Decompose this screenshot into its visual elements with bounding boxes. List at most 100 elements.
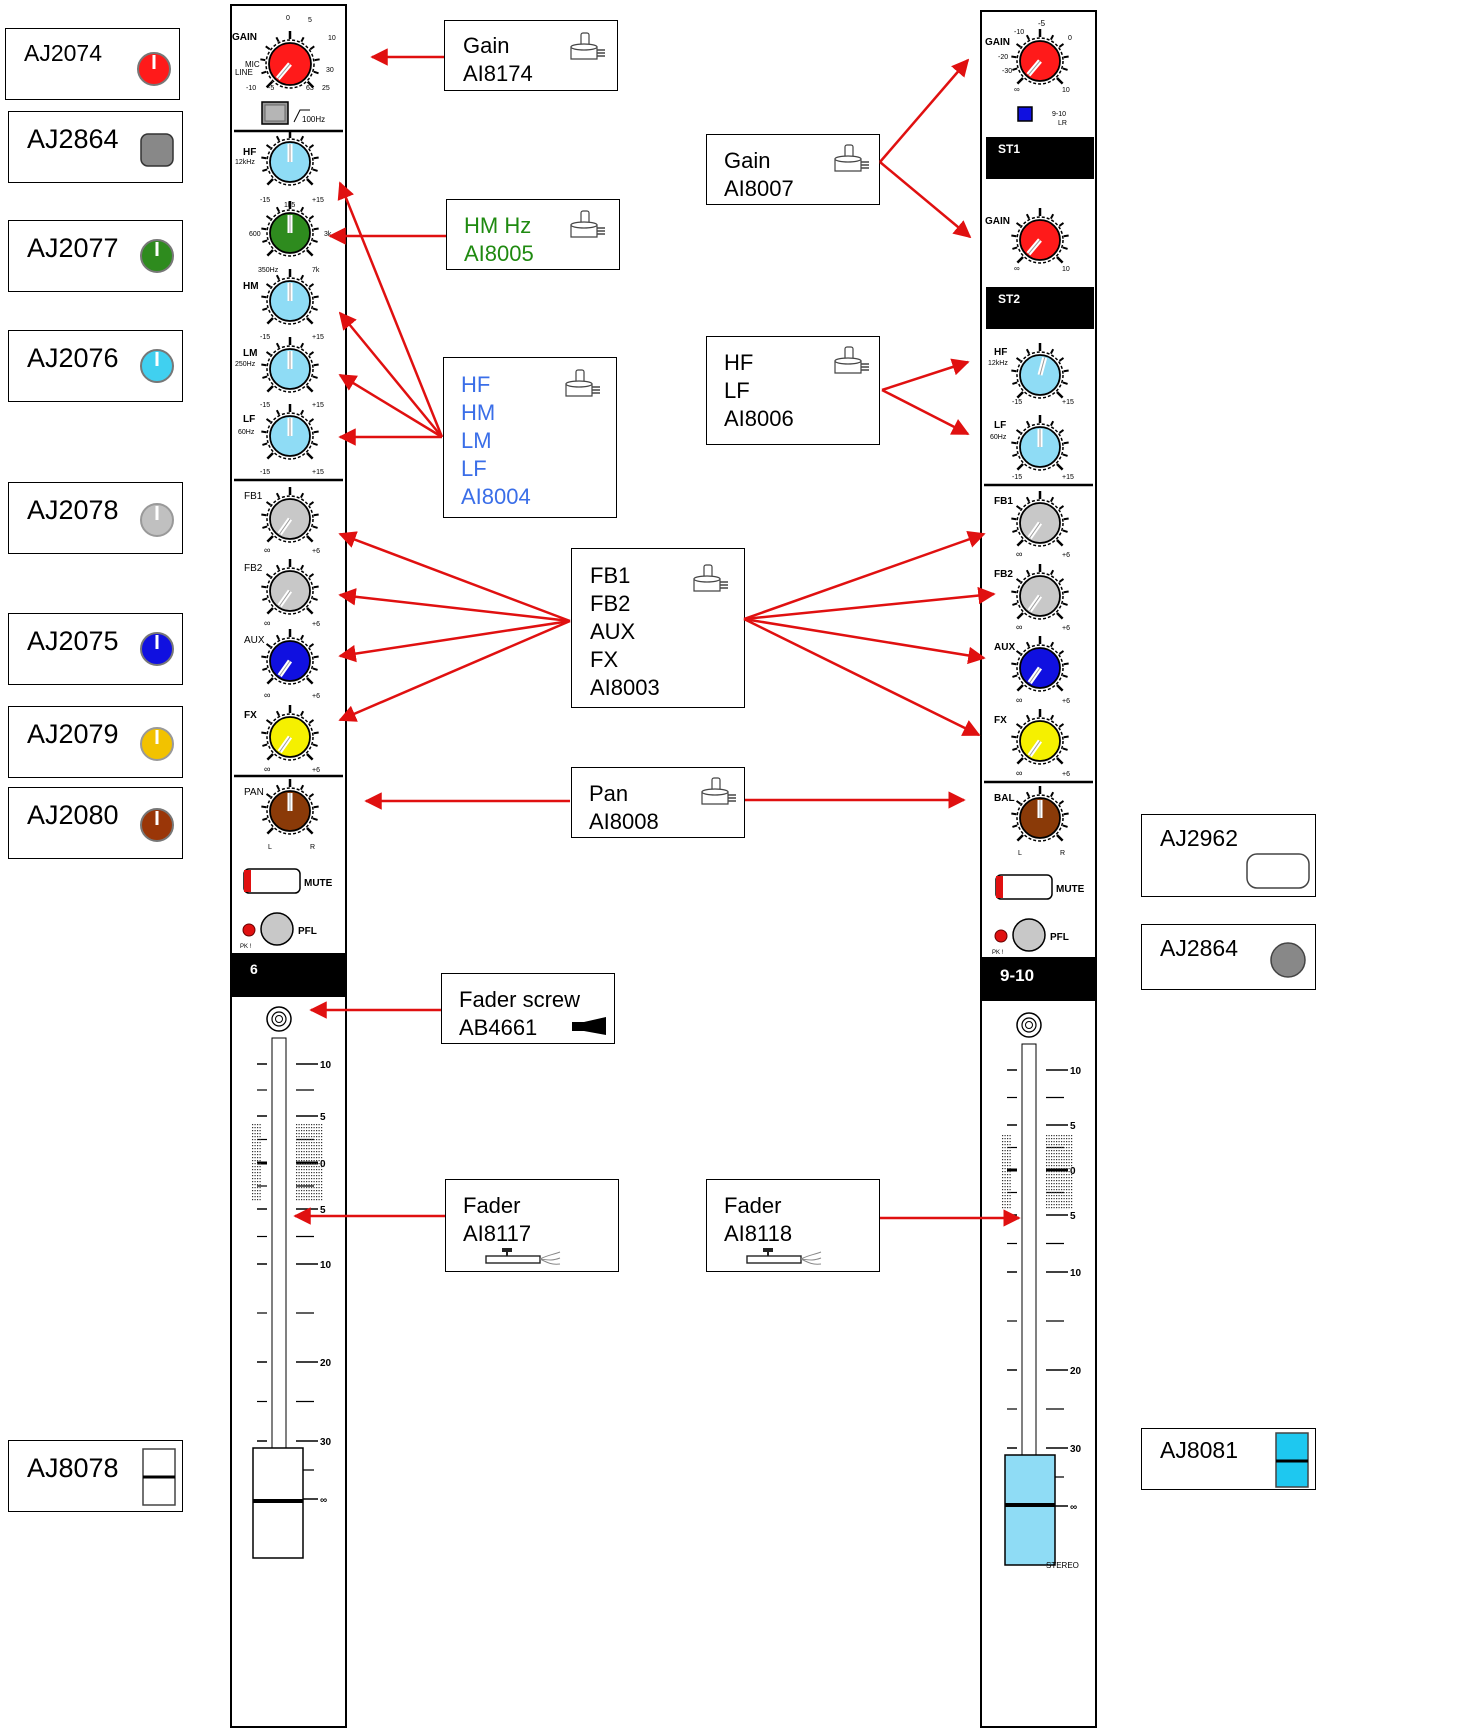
mute-led — [996, 876, 1003, 898]
gain-knob-st2[interactable] — [1011, 208, 1069, 264]
send-max-label: +6 — [312, 767, 320, 774]
lm-knob[interactable] — [261, 337, 319, 393]
aux-knob[interactable] — [1011, 636, 1069, 692]
fb1-label: FB1 — [244, 491, 263, 502]
pfl-button[interactable] — [260, 912, 294, 946]
callout-text: FB1 FB2 AUX FX AI8003 — [590, 562, 660, 702]
callout-line: AI8004 — [461, 483, 531, 509]
callout-line: HF — [461, 372, 491, 397]
callout-pan: Pan AI8008 — [571, 767, 745, 838]
legend-item-send-knob: AJ2078 — [8, 482, 183, 554]
part-code: AJ2962 — [1160, 825, 1239, 851]
potentiometer-icon — [570, 210, 605, 238]
eq-max-label: +15 — [1062, 474, 1074, 481]
fx-knob[interactable] — [261, 705, 319, 761]
gain-scale-tick: 30 — [326, 67, 334, 74]
mute-label: MUTE — [1056, 884, 1085, 895]
part-code: AJ2080 — [27, 800, 119, 830]
lf-knob[interactable] — [1011, 415, 1069, 471]
yellow-knob-icon — [140, 727, 174, 761]
legend-item-hm-freq-knob: AJ2077 — [8, 220, 183, 292]
hf-knob[interactable] — [1011, 343, 1069, 399]
gain-label: GAIN — [232, 32, 257, 43]
gain-scale-tick: -30 — [1002, 68, 1012, 75]
arrow-eq-hf — [337, 181, 444, 438]
fader-cap[interactable] — [1004, 1454, 1056, 1566]
gain-scale-tick: -5 — [1038, 19, 1046, 28]
pfl-button[interactable] — [1012, 918, 1046, 952]
callout-line: Fader screw — [459, 987, 581, 1012]
hm-gain-knob[interactable] — [261, 269, 319, 325]
stereo-channel-strip: GAIN -10 -5 0 -20 -30 ∞ 10 9-10 LR ST1 G… — [980, 10, 1097, 1728]
fader-scale-label: 30 — [320, 1437, 332, 1448]
fader-screw[interactable] — [1016, 1012, 1042, 1038]
stereo-fader-cap-icon — [1275, 1432, 1309, 1488]
potentiometer-icon — [834, 346, 869, 374]
callout-text: Fader screw AB4661 — [459, 986, 580, 1041]
callout-text: Pan AI8008 — [589, 780, 659, 835]
callout-fader-screw: Fader screw AB4661 — [441, 973, 615, 1044]
fb2-knob[interactable] — [261, 559, 319, 615]
gain-knob[interactable] — [260, 31, 320, 89]
send-min-label: ∞ — [264, 690, 270, 700]
gain-scale-tick: -10 — [1014, 29, 1024, 36]
mute-button[interactable] — [995, 874, 1053, 900]
send-min-label: ∞ — [1016, 622, 1022, 632]
callout-line: HM — [461, 399, 496, 425]
callout-fader-mono: Fader AI8117 — [445, 1179, 619, 1272]
mode-button[interactable] — [1017, 106, 1033, 122]
hm-label: HM — [243, 281, 259, 292]
hpf-button-inner — [264, 104, 286, 122]
callout-eq-mono: HF HM LM LF AI8004 — [443, 357, 617, 518]
gain-scale-tick: 0 — [286, 15, 290, 22]
fx-knob[interactable] — [1011, 709, 1069, 765]
arrow-gain-st1 — [879, 58, 970, 163]
gain-scale-tick: 0 — [1068, 35, 1072, 42]
pfl-label: PFL — [298, 926, 317, 937]
square-button-icon — [140, 133, 174, 167]
fx-label: FX — [244, 710, 257, 721]
gain-scale-tick: 10 — [1062, 266, 1070, 273]
brown-knob-icon — [140, 808, 174, 842]
bal-knob[interactable] — [1011, 786, 1069, 842]
callout-line: Gain — [724, 148, 771, 173]
fader-scale-label: 0 — [320, 1159, 326, 1170]
send-min-label: ∞ — [264, 618, 270, 628]
gain-label: GAIN — [985, 216, 1010, 227]
aux-knob[interactable] — [261, 629, 319, 685]
aux-label: AUX — [994, 642, 1015, 653]
potentiometer-icon — [834, 144, 869, 172]
mode-label: 9-10 — [1052, 111, 1066, 118]
hm-freq-high-label: 3k — [324, 231, 332, 238]
fader-scale-label: 0 — [1070, 1166, 1076, 1177]
eq-max-label: +15 — [312, 469, 324, 476]
fader-cap[interactable] — [252, 1447, 304, 1559]
gain-knob-st1[interactable] — [1011, 29, 1069, 85]
lm-label: LM — [243, 348, 257, 359]
hf-knob[interactable] — [261, 130, 319, 186]
lf-label: LF — [994, 420, 1006, 431]
lf-knob[interactable] — [261, 404, 319, 460]
callout-line: AI8005 — [464, 240, 534, 266]
fb1-knob[interactable] — [1011, 491, 1069, 547]
fb1-label: FB1 — [994, 496, 1013, 507]
peak-label: PK ! — [240, 944, 252, 950]
round-button-icon — [1270, 942, 1306, 978]
pan-knob[interactable] — [261, 779, 319, 835]
fb2-label: FB2 — [244, 563, 263, 574]
hm-freq-knob[interactable] — [261, 201, 319, 257]
screw-icon — [572, 1017, 606, 1035]
mute-button[interactable] — [243, 868, 301, 894]
fb2-knob[interactable] — [1011, 564, 1069, 620]
lf-freq-label: 60Hz — [990, 434, 1007, 441]
send-max-label: +6 — [312, 548, 320, 555]
arrow-fb1-stereo — [743, 531, 986, 621]
callout-line: Fader — [463, 1193, 521, 1218]
arrow-eq-lf-stereo — [881, 388, 970, 436]
fb1-knob[interactable] — [261, 487, 319, 543]
callout-eq-stereo: HF LF AI8006 — [706, 336, 880, 445]
eq-max-label: +15 — [312, 334, 324, 341]
channel-label: 6 — [250, 961, 258, 977]
fader-screw[interactable] — [266, 1006, 292, 1032]
